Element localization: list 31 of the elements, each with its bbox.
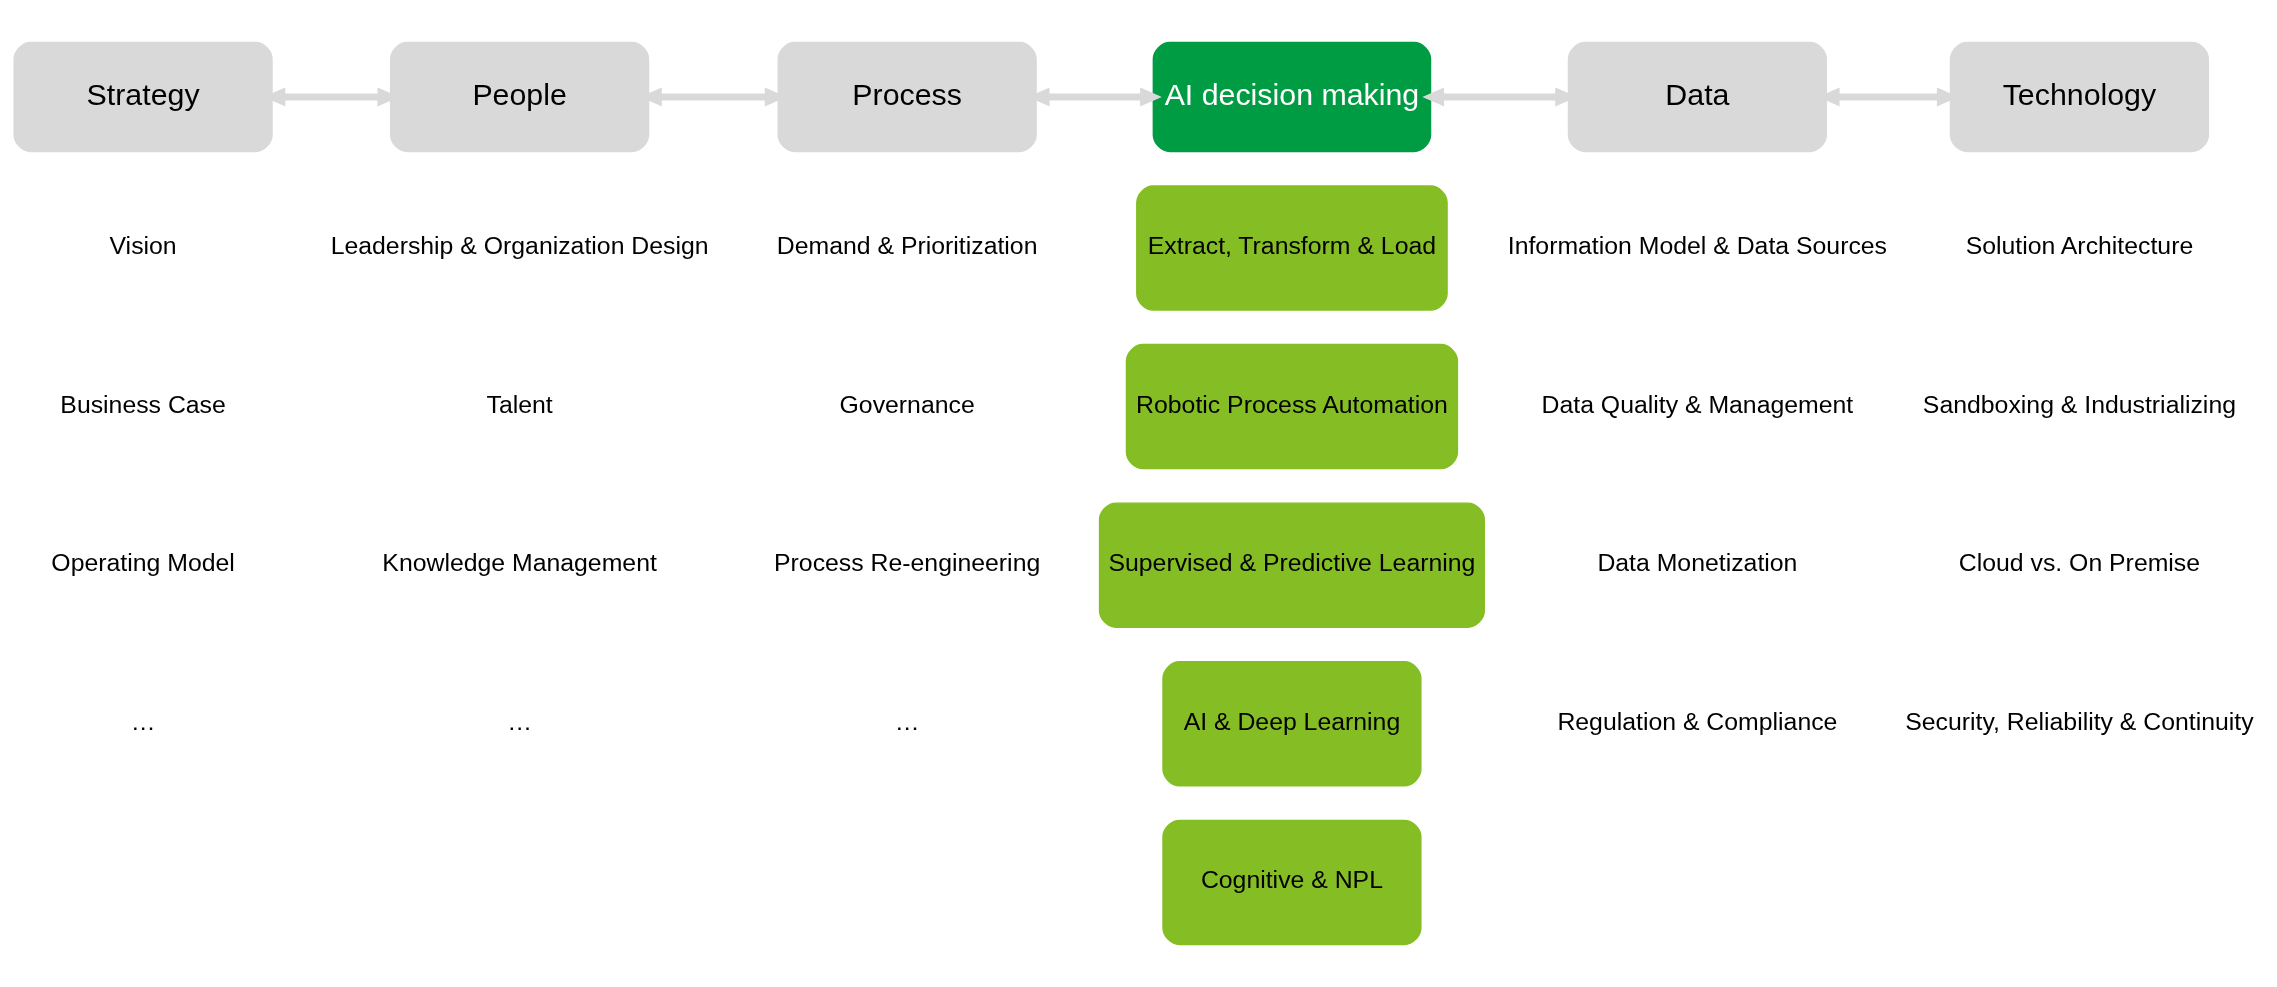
label: Business Case xyxy=(60,390,226,418)
label: Regulation & Compliance xyxy=(1557,707,1838,735)
label: Vision xyxy=(109,232,177,260)
label: Cloud vs. On Premise xyxy=(1958,549,2201,577)
node-box: Process xyxy=(777,41,1037,153)
label: Data Quality & Management xyxy=(1541,390,1854,418)
label: Operating Model xyxy=(51,549,235,577)
label: Governance xyxy=(839,390,975,418)
node-box: Extract, Transform & Load xyxy=(1136,185,1448,311)
label: Talent xyxy=(486,390,553,418)
label: Data Monetization xyxy=(1597,549,1798,577)
node-box: Cognitive & NPL xyxy=(1162,819,1422,946)
label: Information Model & Data Sources xyxy=(1507,232,1888,260)
label: Leadership & Organization Design xyxy=(330,232,709,260)
label: Security, Reliability & Continuity xyxy=(1905,707,2254,735)
node-box: Robotic Process Automation xyxy=(1125,343,1459,470)
label: Demand & Prioritization xyxy=(776,232,1038,260)
label: … xyxy=(507,707,533,735)
label: … xyxy=(130,707,156,735)
label: Knowledge Management xyxy=(382,549,657,577)
label: Solution Architecture xyxy=(1965,232,2194,260)
label: Sandboxing & Industrializing xyxy=(1922,390,2236,418)
label: Process Re-engineering xyxy=(774,549,1041,577)
node-box: AI decision making xyxy=(1152,41,1432,153)
node-box: People xyxy=(389,41,650,153)
node-box: Technology xyxy=(1949,41,2210,153)
node-box: AI & Deep Learning xyxy=(1162,661,1422,787)
label: … xyxy=(894,707,920,735)
node-box: Supervised & Predictive Learning xyxy=(1098,502,1485,628)
node-box: Strategy xyxy=(13,41,273,153)
node-box: Data xyxy=(1567,41,1828,153)
